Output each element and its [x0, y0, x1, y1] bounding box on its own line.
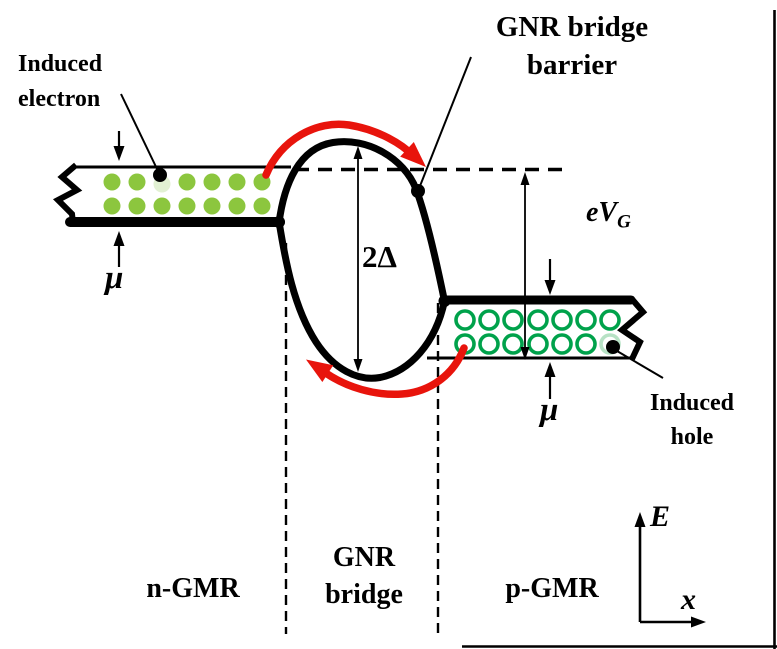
n-gmr-band [52, 162, 291, 227]
induced-electron-dots [103, 173, 271, 215]
electron-dot [253, 197, 271, 215]
band-gap-label: 2Δ [362, 239, 397, 274]
hole-ring [551, 309, 573, 331]
hole-transition-curve [322, 344, 468, 399]
gnr-bridge-barrier-pointer-dot [411, 184, 425, 198]
induced-electron-label: Induced electron [18, 47, 102, 117]
electron-dot [178, 197, 196, 215]
hole-ring [478, 333, 500, 355]
region-label-gnr-bridge: GNR bridge [325, 539, 403, 613]
region-label-gnr-bridge-line1: GNR [332, 542, 396, 573]
energy-axis-label: E [650, 500, 671, 533]
electron-dot [103, 197, 121, 215]
hole-ring [575, 309, 597, 331]
left-band-junction [273, 216, 285, 228]
hole-transition-arrow [306, 344, 468, 399]
induced-electron-label-line2: electron [18, 86, 101, 112]
callout-lines [120, 56, 664, 379]
electron-dot [128, 197, 146, 215]
n-gmr-torn-edge [52, 162, 83, 224]
gate-energy-label: eVG [586, 195, 631, 234]
region-label-n-gmr: n-GMR [146, 573, 240, 604]
gnr-bridge-barrier-label: GNR bridge barrier [496, 8, 648, 84]
electron-dot [228, 197, 246, 215]
hole-ring [551, 333, 573, 355]
gate-energy-measure-bottom-arrowhead [520, 347, 530, 360]
position-axis-label: x [681, 583, 696, 616]
gnr-bridge-barrier-pointer-line [419, 56, 472, 187]
induced-electron-label-line1: Induced [18, 51, 103, 77]
electron-dot [203, 173, 221, 191]
hole-transition-arrowhead [306, 359, 334, 383]
hole-ring [527, 333, 549, 355]
hole-ring [502, 309, 524, 331]
mu-right-label: μ [540, 392, 559, 428]
electron-level-down-arrowhead [113, 146, 125, 161]
gate-energy-label-main: eV [586, 197, 618, 228]
axes [634, 512, 706, 628]
induced-hole-label-line1: Induced [649, 390, 735, 416]
electron-dot [128, 173, 146, 191]
electron-transition-curve [262, 120, 418, 179]
p-gmr-band [427, 295, 648, 361]
hole-ring [454, 309, 476, 331]
gnr-bridge-barrier-label-line1: GNR bridge [495, 11, 649, 43]
hole-ring [478, 309, 500, 331]
gate-energy-label-sub: G [617, 211, 631, 233]
region-label-p-gmr: p-GMR [505, 573, 599, 604]
induced-hole-pointer-dot [606, 340, 620, 354]
induced-electron-pointer-line [120, 93, 159, 172]
band-gap-measure-bottom-arrowhead [353, 359, 363, 372]
induced-hole-rings [454, 309, 621, 355]
gate-energy-measure-top-arrowhead [520, 172, 530, 185]
position-axis-arrowhead [691, 616, 706, 628]
electron-dot [178, 173, 196, 191]
mu-right-up-arrowhead [544, 362, 556, 377]
band-gap-measure-top-arrowhead [353, 146, 363, 159]
induced-electron-pointer-dot [153, 168, 167, 182]
electron-transition-arrowhead [400, 141, 426, 167]
p-gmr-torn-edge [617, 296, 648, 361]
mu-left-label: μ [105, 260, 124, 296]
electron-dot [203, 197, 221, 215]
electron-dot [228, 173, 246, 191]
electron-dot [153, 197, 171, 215]
energy-axis-arrowhead [634, 512, 646, 527]
hole-ring [527, 309, 549, 331]
induced-hole-label: Induced hole [650, 386, 734, 454]
electron-dot [103, 173, 121, 191]
induced-hole-pointer-line [616, 350, 664, 379]
electron-transition-arrow [262, 120, 426, 179]
hole-ring [575, 333, 597, 355]
valence-band-curve [275, 218, 448, 382]
hole-ring [599, 309, 621, 331]
hole-level-down-arrowhead [544, 280, 556, 295]
induced-hole-label-line2: hole [670, 424, 714, 450]
mu-left-up-arrowhead [113, 231, 125, 246]
gnr-bridge-barrier-label-line2: barrier [526, 49, 618, 81]
region-label-gnr-bridge-line2: bridge [325, 579, 403, 610]
hole-ring [502, 333, 524, 355]
conduction-band-curve [275, 138, 448, 305]
